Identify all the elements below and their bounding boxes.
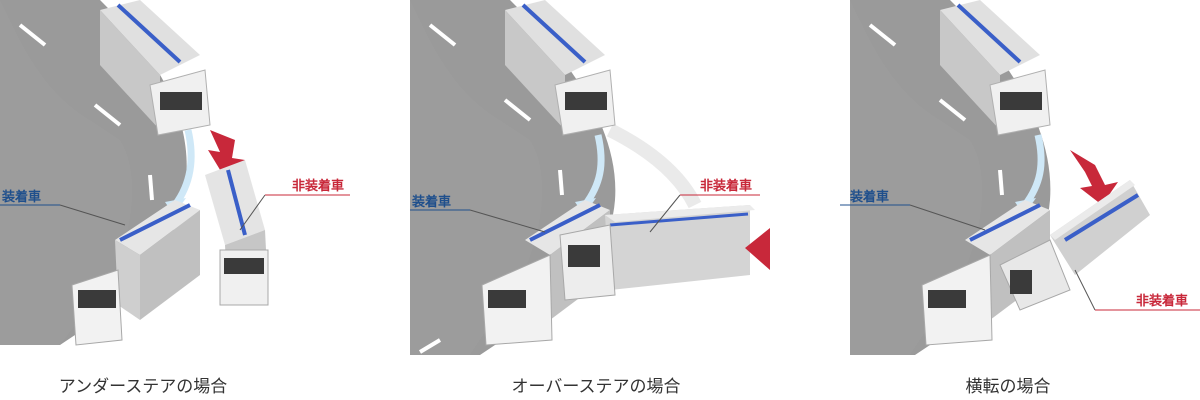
unequipped-label: 非装着車 [1136, 294, 1189, 309]
rollover-caption: 横転の場合 [965, 377, 1051, 397]
equipped-truck [71, 200, 200, 346]
oversteer-illustration [410, 0, 770, 360]
understeer-panel: 装着車 非装着車 [0, 0, 360, 360]
lane-markings [418, 23, 564, 354]
rollover-red-arrow [1070, 150, 1118, 205]
unequipped-truck [999, 180, 1150, 311]
equipped-label: 装着車 [850, 190, 890, 205]
equipped-label: 装着車 [412, 195, 452, 210]
equipped-truck-start [940, 0, 1051, 136]
unequipped-truck [205, 160, 269, 306]
oversteer-caption: オーバーステアの場合 [511, 377, 681, 397]
oversteer-panel: 装着車 非装着車 [410, 0, 770, 360]
oversteer-red-arrow [745, 228, 770, 270]
understeer-illustration [0, 0, 360, 360]
understeer-caption: アンダーステアの場合 [58, 377, 228, 397]
rollover-illustration [840, 0, 1200, 360]
unequipped-truck [559, 205, 755, 301]
equipped-truck-start [100, 0, 211, 136]
unequipped-label: 非装着車 [700, 179, 753, 194]
travel-path-arrow [172, 129, 195, 208]
rollover-panel: 装着車 非装着車 [840, 0, 1200, 360]
equipped-truck-start [505, 0, 616, 136]
equipped-label: 装着車 [2, 190, 42, 205]
unequipped-label: 非装着車 [292, 179, 345, 194]
